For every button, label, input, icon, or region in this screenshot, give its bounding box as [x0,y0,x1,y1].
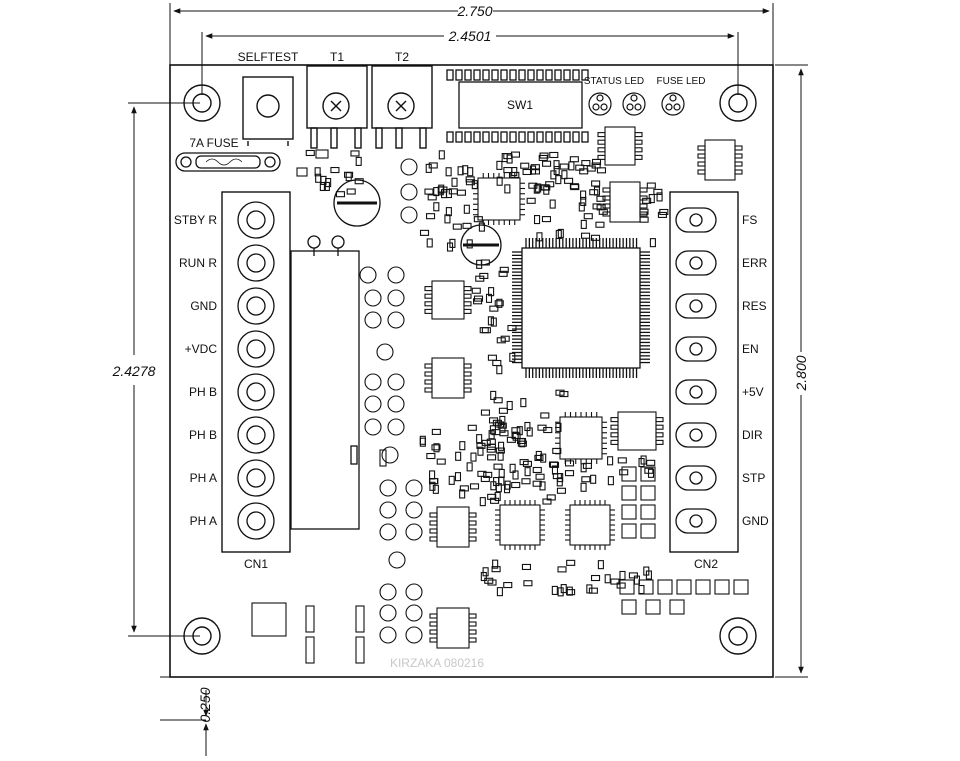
dim-bottom-offset: 0.250 [197,687,213,722]
cn2-pin [675,293,717,319]
status-led-label: STATUS LED [584,76,644,87]
cn2-connector-body [669,191,739,553]
cn1-pin-label: PH B [189,428,217,442]
cn1-pin-hole [246,296,266,316]
smd-components [251,126,749,664]
cn2-pin-label: +5V [742,385,764,399]
cn1-pin [237,416,275,454]
cn1-label: CN1 [244,557,268,571]
cn2-pin-hole [689,299,703,313]
dim-hole-spacing-x: 2.4501 [448,28,492,44]
mounting-holes [183,84,757,655]
cn2-pin-hole [689,514,703,528]
cn2-pin-hole [689,256,703,270]
cn1-pin-hole [246,253,266,273]
cn1-pin-label: +VDC [185,342,218,356]
dim-overall-height: 2.800 [793,355,809,391]
cn1-pin [237,373,275,411]
cn2-pins [675,207,717,534]
cn2-pin-label: STP [742,471,765,485]
cn1-pin [237,244,275,282]
dim-overall-width: 2.750 [456,3,492,19]
cn1-pin [237,502,275,540]
cn2-pin-hole [689,342,703,356]
cn1-pin-hole [246,425,266,445]
cn1-pin-hole [246,339,266,359]
cn1-pin [237,201,275,239]
cn1-pin-labels: STBY R RUN R GND +VDC PH B PH B PH A PH A [174,213,217,528]
cn1-pin [237,459,275,497]
cn2-pin-label: ERR [742,256,768,270]
cn2-pin-label: FS [742,213,757,227]
cn2-pin-hole [689,385,703,399]
large-electrolytic-block [290,179,502,530]
cn1-pin-label: PH A [190,471,217,485]
board-outline [169,64,774,678]
cn2-pin-label: RES [742,299,767,313]
cn1-pin-label: PH B [189,385,217,399]
cn2-pin [675,422,717,448]
cn2-pin-hole [689,213,703,227]
t2-label: T2 [395,50,409,64]
cn1-pin-hole [246,468,266,488]
sw1-label: SW1 [507,98,533,112]
cn1-pin-label: STBY R [174,213,217,227]
cn2-pin-labels: FS ERR RES EN +5V DIR STP GND [742,213,769,528]
dim-hole-spacing-y: 2.4278 [112,363,156,379]
led-footprints [588,92,685,116]
cn2-pin [675,250,717,276]
cn2-pin-label: EN [742,342,759,356]
cn2-pin-hole [689,428,703,442]
cn1-pin-hole [246,382,266,402]
cn2-pin-hole [689,471,703,485]
top-left-components [242,65,433,149]
cn1-pin [237,287,275,325]
cn1-pin [237,330,275,368]
cn2-pin [675,336,717,362]
cn2-pin [675,207,717,233]
fuse-component [175,152,281,172]
board-watermark: KIRZAKA 080216 [390,656,484,670]
sw1-dip-switch [446,69,589,143]
cn2-pin-label: GND [742,514,769,528]
cn2-label: CN2 [694,557,718,571]
cn1-pin-hole [246,210,266,230]
cn1-pin-label: GND [190,299,217,313]
cn1-pin-label: PH A [190,514,217,528]
cn1-pin-hole [246,511,266,531]
main-qfp-ic [512,238,650,378]
selftest-label: SELFTEST [238,50,299,64]
cn1-pin-label: RUN R [179,256,217,270]
fuse-label: 7A FUSE [189,136,238,150]
cn2-pin [675,508,717,534]
cn2-pin [675,379,717,405]
cn2-pin [675,465,717,491]
fuse-led-label: FUSE LED [657,76,706,87]
cn2-pin-label: DIR [742,428,763,442]
cn1-pins [237,201,275,540]
t1-label: T1 [330,50,344,64]
cn1-connector-body [221,191,291,553]
dimension-lines [128,3,808,756]
